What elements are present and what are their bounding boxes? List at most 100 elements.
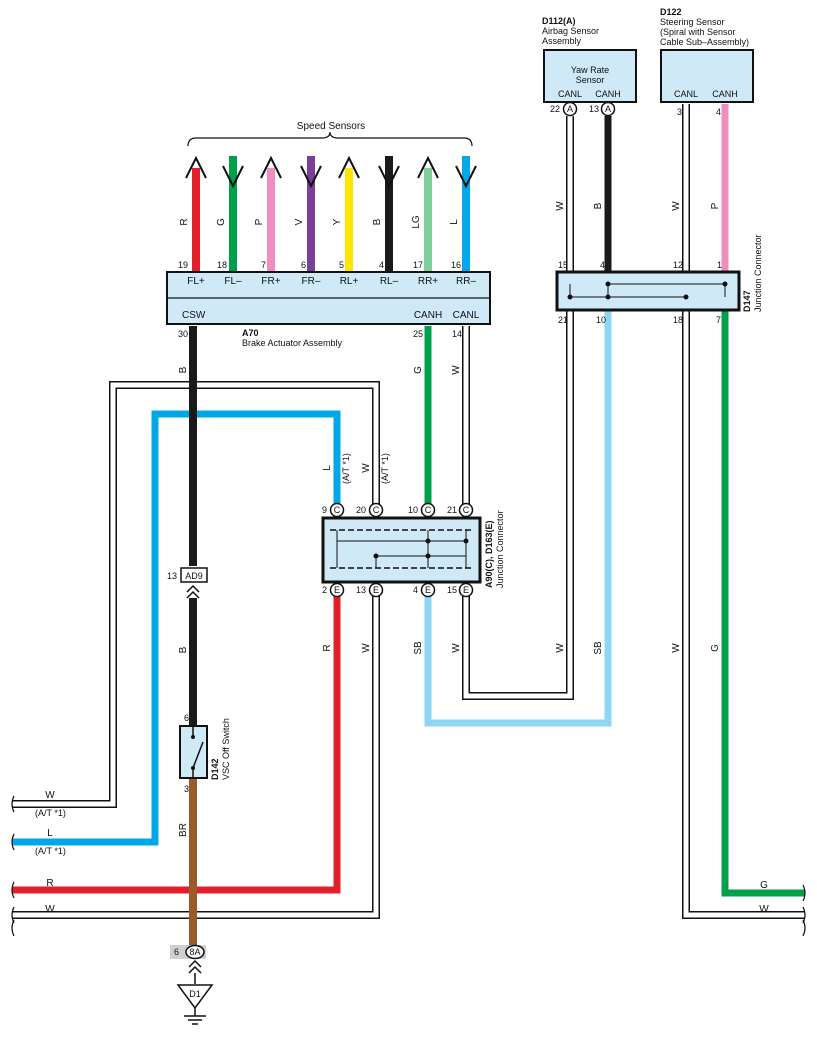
pin-canh: 25 [413,329,423,339]
ad9-pin: 13 [167,571,177,581]
pin-fr-plus: 7 [261,260,266,270]
a90-conn-e-4: E [463,585,469,595]
wire-code-labels: B B BR L W G W R W SB W W SB W G W B W P… [45,201,769,915]
terminal-fl-minus: FL– [224,276,242,287]
note-at-w-left: (A/T *1) [35,808,66,818]
pin-fl-plus: 19 [178,260,188,270]
wire-fl-minus [222,156,244,272]
pin-csw: 30 [178,329,188,339]
a70-code: A70 [242,328,259,338]
note-at-l: (A/T *1) [341,453,351,484]
pin-rr-minus: 16 [451,260,461,270]
d147-top-pin-3: 12 [673,260,683,270]
d122-pin-canh: 4 [716,107,721,117]
wire-g-steering [721,310,805,897]
d112-canh: CANH [595,89,621,99]
d142-pin-bottom: 3 [184,784,189,794]
a90-conn-c-2: C [373,505,380,515]
at-notes: (A/T *1) (A/T *1) (A/T *1) (A/T *1) [35,453,390,856]
d112-conn-a-right: A [605,104,611,114]
d112-code: D112(A) [542,16,576,26]
a90-code: A90(C), D163(E) [484,520,494,588]
wire-rl-plus [338,155,360,272]
pin-canl: 14 [452,329,462,339]
speed-sensors-title: Speed Sensors [297,121,365,132]
pin-fl-minus: 18 [217,260,227,270]
speed-sensors-bracket [187,131,473,147]
colored-wires [12,104,805,947]
speed-sensor-wires [185,155,477,272]
code-sb-left: SB [413,641,424,655]
d142-name: VSC Off Switch [221,718,231,780]
conn-8a: 8A 6 [170,944,206,984]
wire-fr-plus [260,155,282,272]
d112-inner-line1: Yaw Rate [571,65,609,75]
d142-code: D142 [210,758,220,780]
code-b-d112: B [593,202,604,209]
a90-top-pin-1: 9 [322,505,327,515]
d112-conn-a-left: A [567,104,573,114]
break-marks [11,795,806,937]
a90-conn-c-4: C [463,505,470,515]
wire-rl-minus [378,156,400,272]
a90-conn-c-3: C [425,505,432,515]
d122-name-line2: (Spiral with Sensor [660,27,736,37]
d112-name-line1: Airbag Sensor [542,26,599,36]
d147-top-pin-2: 4 [600,260,605,270]
d122-name-line1: Steering Sensor [660,17,725,27]
d112-pin-canh: 13 [589,104,599,114]
a90-top-pin-2: 20 [356,505,366,515]
a90-bottom-pin-1: 2 [322,585,327,595]
code-g-canh: G [413,366,424,374]
code-g-d147-7: G [710,644,721,652]
terminal-fr-plus: FR+ [261,276,280,287]
pin-fr-minus: 6 [301,260,306,270]
ground-name: D1 [189,989,201,999]
wire-code-rl-plus: Y [332,218,343,225]
code-w-right: W [759,904,769,915]
d122-pin-canl: 3 [677,107,682,117]
wire-rr-minus [455,156,477,272]
wire-code-fl-minus: G [216,218,227,226]
conn-8a-name: 8A [189,947,200,957]
speed-wire-pins: 19 18 7 6 5 4 17 16 [178,260,461,270]
terminal-csw: CSW [182,310,206,321]
d112-airbag-sensor: D112(A) Airbag Sensor Assembly Yaw Rate … [542,16,637,117]
wire-rr-plus [417,155,439,272]
note-at-l-left: (A/T *1) [35,846,66,856]
wire-code-fr-minus: V [294,218,305,225]
terminal-rr-minus: RR– [456,276,476,287]
pin-rl-plus: 5 [339,260,344,270]
a90-conn-e-1: E [334,585,340,595]
ad9-name: AD9 [185,571,203,581]
wire-code-fl-plus: R [179,218,190,225]
code-l-left: L [47,828,53,839]
code-l-vert: L [322,465,333,471]
code-w-vert: W [361,463,372,473]
code-w-d112: W [555,201,566,211]
wire-l-blue [12,410,341,846]
code-w-vert-bottom: W [361,643,372,653]
pin-rr-plus: 17 [413,260,423,270]
d147-code: D147 [742,290,752,312]
d112-canl: CANL [558,89,582,99]
terminal-canl: CANL [453,310,480,321]
code-w-left-top: W [45,790,55,801]
code-r-vert: R [322,644,333,651]
wire-code-fr-plus: P [254,218,265,225]
a90-name: Junction Connector [495,510,505,588]
a90-junction-connector: C C C C E E E E 9 20 10 21 2 13 4 15 A90… [321,502,505,598]
d122-name-line3: Cable Sub–Assembly) [660,37,749,47]
code-w-d147-21: W [555,643,566,653]
d147-top-pin-1: 15 [558,260,568,270]
a90-top-pin-4: 21 [447,505,457,515]
conn-8a-pin: 6 [174,947,179,957]
d142-pin-top: 6 [184,713,189,723]
a90-conn-e-3: E [425,585,431,595]
code-b-switch: B [178,646,189,653]
wire-code-rl-minus: B [372,218,383,225]
a70-name: Brake Actuator Assembly [242,338,343,348]
code-w-canl: W [451,365,462,375]
a90-bottom-pin-4: 15 [447,585,457,595]
